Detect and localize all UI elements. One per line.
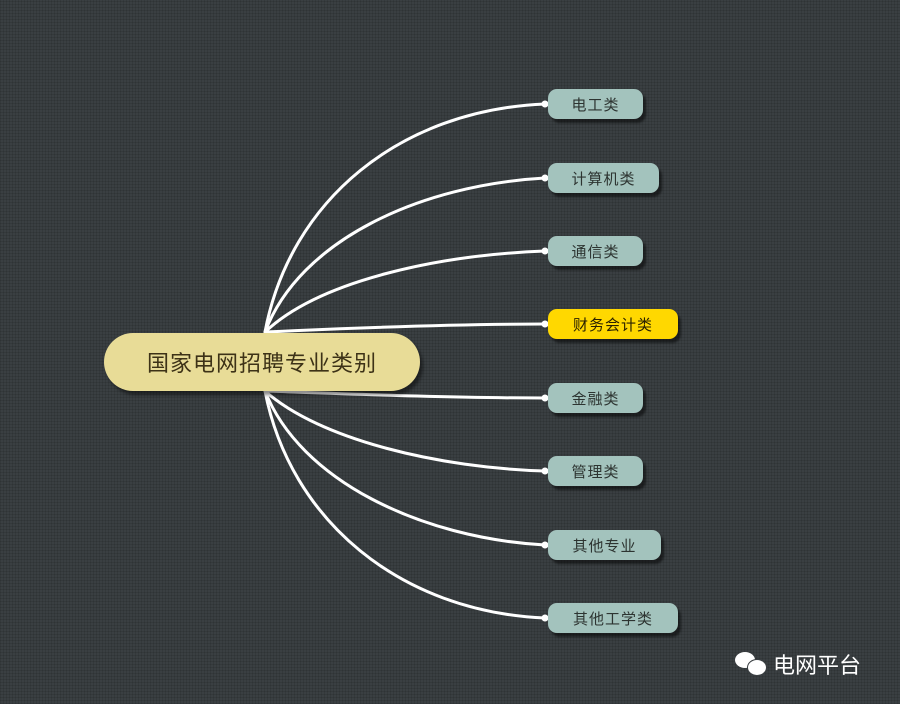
connector-6 bbox=[263, 389, 547, 473]
child-node-management[interactable]: 管理类 bbox=[548, 456, 643, 486]
child-node-finance[interactable]: 金融类 bbox=[548, 383, 643, 413]
child-node-label: 管理类 bbox=[571, 462, 620, 481]
child-node-label: 其他专业 bbox=[572, 536, 637, 555]
connector-3 bbox=[263, 249, 547, 334]
child-node-label: 金融类 bbox=[571, 389, 620, 408]
wechat-icon bbox=[735, 650, 769, 678]
child-node-other-majors[interactable]: 其他专业 bbox=[548, 530, 661, 560]
watermark: 电网平台 bbox=[735, 648, 861, 680]
child-node-label: 其他工学类 bbox=[572, 609, 653, 628]
connector-1 bbox=[263, 102, 547, 334]
child-node-label: 电工类 bbox=[571, 95, 620, 114]
child-node-other-engineering[interactable]: 其他工学类 bbox=[548, 603, 678, 633]
connector-8 bbox=[263, 389, 547, 620]
connector-5 bbox=[263, 389, 547, 400]
watermark-label: 电网平台 bbox=[773, 654, 862, 679]
child-node-communication[interactable]: 通信类 bbox=[548, 236, 643, 266]
connector-4 bbox=[263, 322, 547, 334]
root-node-label: 国家电网招聘专业类别 bbox=[146, 352, 377, 377]
root-node[interactable]: 国家电网招聘专业类别 bbox=[104, 333, 420, 391]
child-node-label: 财务会计类 bbox=[572, 315, 653, 334]
connector-7 bbox=[263, 389, 547, 547]
child-node-label: 计算机类 bbox=[571, 169, 636, 188]
child-node-computer[interactable]: 计算机类 bbox=[548, 163, 659, 193]
child-node-finance-accounting[interactable]: 财务会计类 bbox=[548, 309, 678, 339]
child-node-electrical[interactable]: 电工类 bbox=[548, 89, 643, 119]
child-node-label: 通信类 bbox=[571, 242, 620, 261]
connector-2 bbox=[263, 176, 547, 334]
